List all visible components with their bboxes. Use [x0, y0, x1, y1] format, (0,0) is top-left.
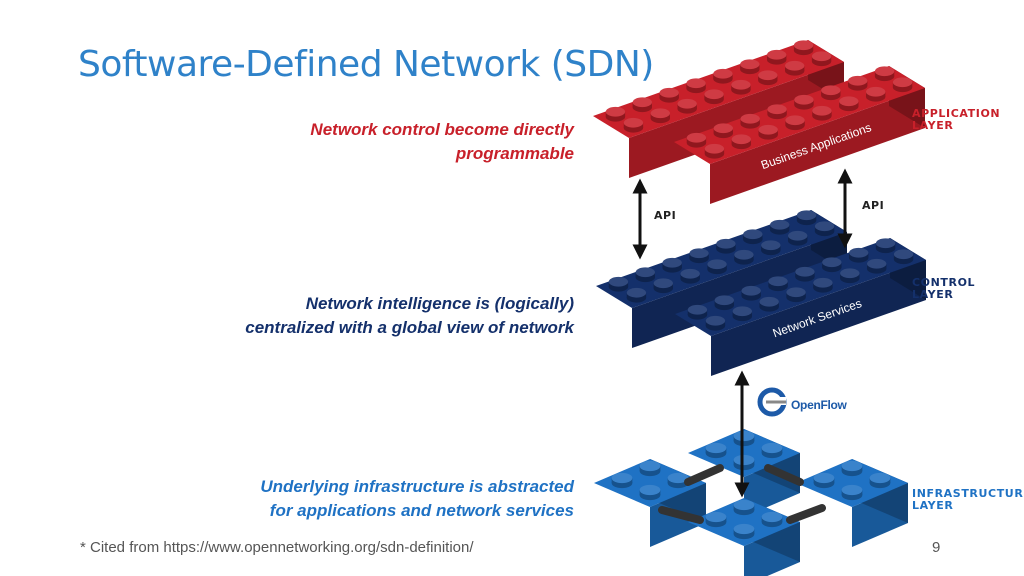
- application-description-line-1: Network control become directly: [310, 120, 574, 139]
- infrastructure-label-line-1: INFRASTRUCTURE: [912, 487, 1024, 500]
- openflow-label: OpenFlow: [791, 398, 847, 412]
- control-description-line-2: centralized with a global view of networ…: [245, 318, 574, 337]
- control-label-line-1: CONTROL: [912, 276, 976, 289]
- infrastructure-connectors: [658, 464, 826, 524]
- openflow-logo-icon: [757, 387, 787, 417]
- slide-title: Software-Defined Network (SDN): [78, 44, 654, 85]
- ctrl-brick-front: Network Services: [675, 238, 926, 376]
- app-brick-front: Business Applications: [674, 66, 925, 204]
- infra-brick-left: [594, 459, 706, 547]
- connector-bottom-right: [786, 504, 826, 524]
- infra-brick-bottom: [688, 498, 800, 576]
- infrastructure-layer-label: INFRASTRUCTURE LAYER: [912, 488, 1024, 512]
- infrastructure-description-line-1: Underlying infrastructure is abstracted: [260, 477, 574, 496]
- application-description-line-2: programmable: [455, 144, 574, 163]
- connector-bottom-left: [658, 506, 704, 524]
- infra-brick-right: [796, 459, 908, 547]
- api-label-left: API: [654, 209, 677, 222]
- control-layer-description: Network intelligence is (logically) cent…: [245, 292, 574, 340]
- control-label-line-2: LAYER: [912, 288, 954, 301]
- application-layer-label: APPLICATION LAYER: [912, 108, 1000, 132]
- connector-top-left: [684, 464, 724, 486]
- control-description-line-1: Network intelligence is (logically): [305, 294, 574, 313]
- connector-top-right: [764, 464, 804, 486]
- infrastructure-layer-description: Underlying infrastructure is abstracted …: [260, 475, 574, 523]
- api-label-right: API: [862, 199, 885, 212]
- application-layer-description: Network control become directly programm…: [310, 118, 574, 166]
- application-label-line-2: LAYER: [912, 119, 954, 132]
- citation-text: * Cited from https://www.opennetworking.…: [80, 539, 474, 556]
- infrastructure-description-line-2: for applications and network services: [269, 501, 574, 520]
- application-label-line-1: APPLICATION: [912, 107, 1001, 120]
- control-layer-label: CONTROL LAYER: [912, 277, 975, 301]
- infrastructure-label-line-2: LAYER: [912, 499, 954, 512]
- page-number: 9: [932, 539, 941, 556]
